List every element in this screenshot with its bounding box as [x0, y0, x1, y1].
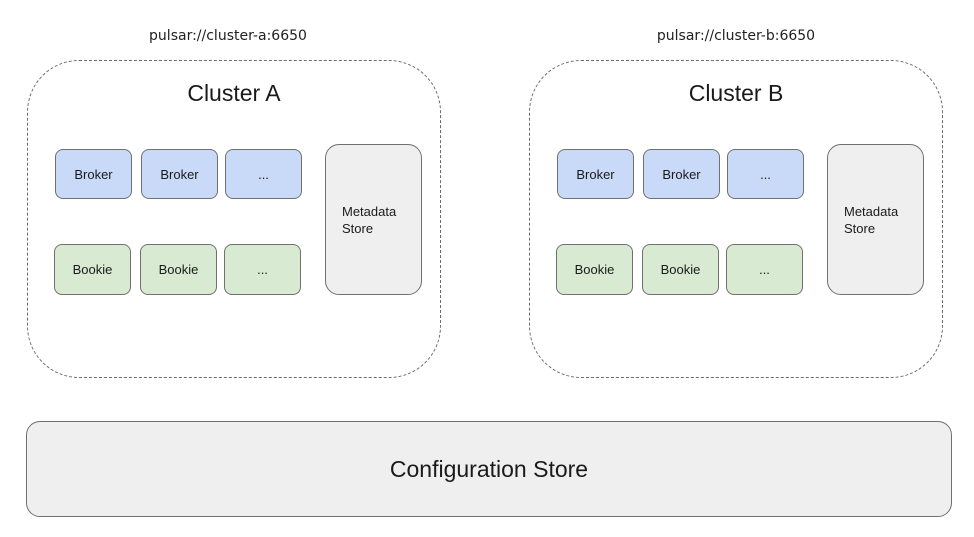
cluster-b-broker-2: Broker	[643, 149, 720, 199]
configuration-store: Configuration Store	[26, 421, 952, 517]
cluster-b-broker-1: Broker	[557, 149, 634, 199]
cluster-b-broker-more: ...	[727, 149, 804, 199]
cluster-b-bookie-1: Bookie	[556, 244, 633, 295]
cluster-a-bookie-1: Bookie	[54, 244, 131, 295]
cluster-a-metadata-store: Metadata Store	[325, 144, 422, 295]
cluster-b-title: Cluster B	[688, 80, 784, 106]
cluster-b-bookie-more: ...	[726, 244, 803, 295]
cluster-a-broker-1: Broker	[55, 149, 132, 199]
cluster-b-bookie-2: Bookie	[642, 244, 719, 295]
cluster-b-metadata-store: Metadata Store	[827, 144, 924, 295]
cluster-a-url: pulsar://cluster-a:6650	[149, 28, 307, 44]
cluster-a-title: Cluster A	[187, 80, 281, 106]
cluster-a-bookie-2: Bookie	[140, 244, 217, 295]
cluster-a-bookie-more: ...	[224, 244, 301, 295]
cluster-b-url: pulsar://cluster-b:6650	[656, 28, 816, 44]
cluster-b-metadata-store-line-1: Metadata	[844, 203, 899, 219]
cluster-a-metadata-store-line-2: Store	[342, 220, 374, 236]
cluster-a-metadata-store-line-1: Metadata	[342, 203, 397, 219]
cluster-b-boundary	[529, 60, 943, 378]
cluster-b-metadata-store-line-2: Store	[844, 220, 876, 236]
cluster-a-broker-2: Broker	[141, 149, 218, 199]
cluster-a-boundary	[27, 60, 441, 378]
cluster-a-broker-more: ...	[225, 149, 302, 199]
